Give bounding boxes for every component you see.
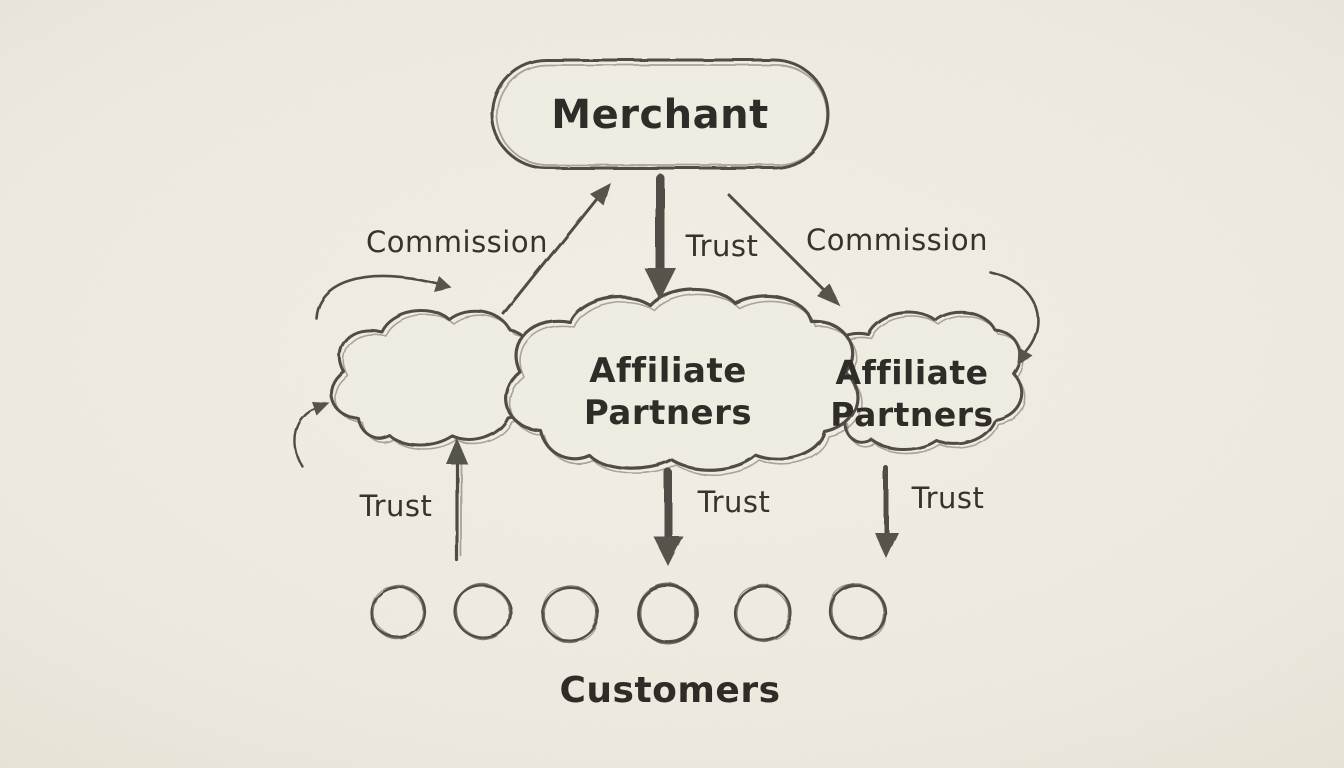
diagram-canvas: Merchant Commission Trust Commission Aff… — [0, 0, 1344, 768]
paper-grain-overlay — [0, 0, 1344, 768]
sketch-diagram: Merchant Commission Trust Commission Aff… — [0, 0, 1344, 768]
